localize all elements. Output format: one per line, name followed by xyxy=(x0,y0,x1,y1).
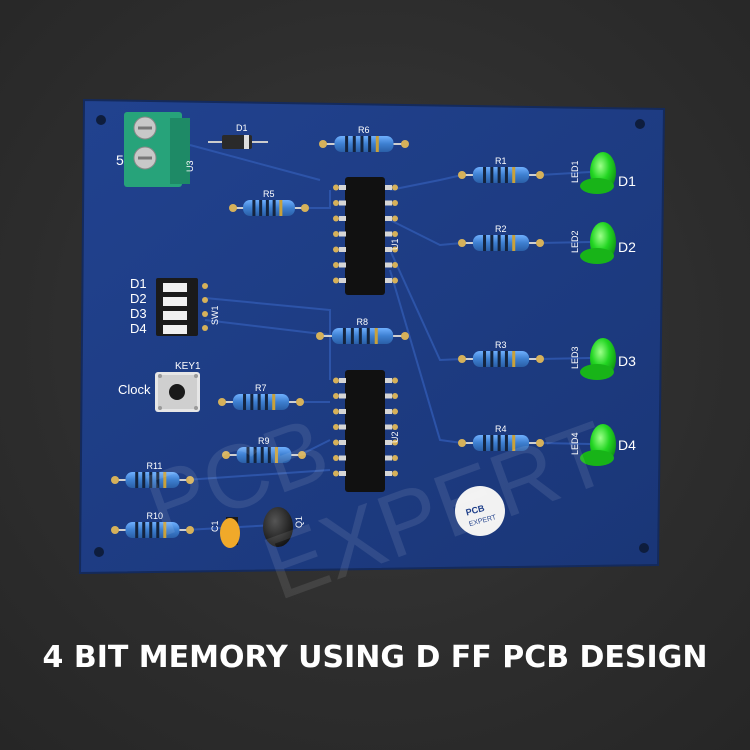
mounting-hole xyxy=(96,115,106,125)
resistor-r4: R4 xyxy=(458,424,544,451)
r8-label: R8 xyxy=(357,317,369,327)
led-3 xyxy=(580,338,616,380)
in-d3-label: D3 xyxy=(130,306,147,321)
out-d3-label: D3 xyxy=(618,353,636,369)
out-d4-label: D4 xyxy=(618,437,636,453)
pcb-traces xyxy=(184,144,591,531)
svg-text:PCB: PCB xyxy=(465,503,486,518)
resistor-r3: R3 xyxy=(458,340,544,367)
d1-diode-label: D1 xyxy=(236,123,248,133)
out-d1-label: D1 xyxy=(618,173,636,189)
r1-label: R1 xyxy=(495,156,507,166)
u1-label: U1 xyxy=(390,238,400,250)
key1-label: KEY1 xyxy=(175,361,201,372)
r10-label: R10 xyxy=(147,511,164,521)
r7-label: R7 xyxy=(255,383,267,393)
resistor-r11: R11 xyxy=(111,461,194,488)
in-d1-label: D1 xyxy=(130,276,147,291)
mounting-hole xyxy=(94,547,104,557)
capacitor-c1 xyxy=(220,517,240,548)
led2-label: LED2 xyxy=(570,230,580,253)
power-label: 5 xyxy=(116,152,124,168)
push-button-key1 xyxy=(155,372,200,412)
u2-label: U2 xyxy=(390,431,400,443)
q1-label: Q1 xyxy=(294,516,304,528)
clock-label: Clock xyxy=(118,382,151,397)
pcb-expert-logo: PCB EXPERT xyxy=(455,486,505,536)
in-d4-label: D4 xyxy=(130,321,147,336)
mounting-hole xyxy=(639,543,649,553)
diode-d1 xyxy=(208,135,268,149)
resistor-r5: R5 xyxy=(229,189,309,216)
r6-label: R6 xyxy=(358,125,370,135)
mounting-hole xyxy=(635,119,645,129)
sw1-label: SW1 xyxy=(210,305,220,325)
caption-title: 4 BIT MEMORY USING D FF PCB DESIGN xyxy=(42,640,708,675)
led4-label: LED4 xyxy=(570,432,580,455)
led-4 xyxy=(580,424,616,466)
terminal-block xyxy=(124,112,190,187)
dip-switch-sw1 xyxy=(156,278,208,336)
led1-label: LED1 xyxy=(570,160,580,183)
r4-label: R4 xyxy=(495,424,507,434)
r9-label: R9 xyxy=(258,436,270,446)
led-1 xyxy=(580,152,616,194)
r11-label: R11 xyxy=(147,461,163,471)
resistor-r10: R10 xyxy=(111,511,194,538)
resistor-r6: R6 xyxy=(319,125,409,152)
resistor-r8: R8 xyxy=(316,317,409,344)
resistor-r1: R1 xyxy=(458,156,544,183)
r5-label: R5 xyxy=(263,189,275,199)
led-2 xyxy=(580,222,616,264)
resistor-r9: R9 xyxy=(222,436,306,463)
c1-label: C1 xyxy=(210,520,220,532)
r2-label: R2 xyxy=(495,224,507,234)
u3-label: U3 xyxy=(185,160,195,172)
resistor-r7: R7 xyxy=(218,383,304,410)
led3-label: LED3 xyxy=(570,346,580,369)
transistor-q1 xyxy=(263,507,293,547)
out-d2-label: D2 xyxy=(618,239,636,255)
resistor-r2: R2 xyxy=(458,224,544,251)
ic-u1 xyxy=(333,177,398,295)
in-d2-label: D2 xyxy=(130,291,147,306)
r3-label: R3 xyxy=(495,340,507,350)
ic-u2 xyxy=(333,370,398,492)
